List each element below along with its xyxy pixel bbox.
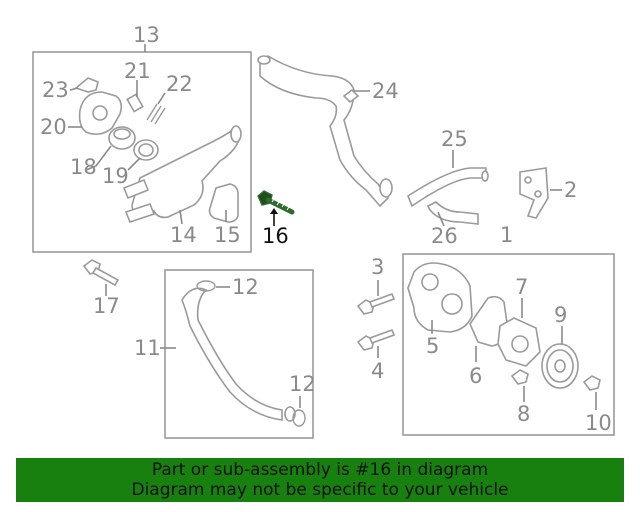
callout-14: 14	[170, 223, 197, 247]
callout-17: 17	[93, 294, 120, 318]
part-12-ring-upper	[196, 280, 216, 292]
callout-24: 24	[372, 79, 399, 103]
callout-18: 18	[70, 155, 97, 179]
part-8-bolt	[510, 369, 529, 385]
callout-9: 9	[554, 303, 567, 327]
callout-4: 4	[371, 359, 384, 383]
callout-20: 20	[40, 115, 67, 139]
part-25-pipe	[407, 167, 487, 208]
box-assembly-1	[402, 253, 615, 436]
part-24-pipe	[259, 55, 390, 208]
part-10-bolt	[582, 375, 601, 391]
part-9-pulley	[541, 343, 579, 389]
callout-16: 16	[262, 224, 289, 248]
part-11-hose	[181, 287, 283, 421]
callout-13: 13	[133, 23, 160, 47]
part-26-pipe	[426, 201, 479, 225]
callout-2: 2	[564, 178, 577, 202]
callout-25: 25	[441, 127, 468, 151]
callout-7: 7	[515, 275, 528, 299]
callout-19: 19	[102, 164, 129, 188]
callout-26: 26	[431, 224, 458, 248]
callout-23: 23	[42, 78, 69, 102]
part-2-bracket	[519, 167, 549, 219]
part-23-bracket	[74, 77, 99, 93]
callout-21: 21	[124, 59, 151, 83]
part-16-bolt	[257, 190, 295, 215]
part-15-gasket	[208, 183, 239, 223]
box-assembly-11	[164, 269, 314, 439]
part-21-clip	[126, 93, 144, 113]
banner-line-1: Part or sub-assembly is #16 in diagram	[151, 460, 489, 480]
callout-12-lower: 12	[289, 372, 316, 396]
part-22-spring-clip	[146, 103, 166, 125]
callout-22: 22	[166, 72, 193, 96]
callout-8: 8	[517, 402, 530, 426]
callout-11: 11	[134, 336, 161, 360]
info-banner: Part or sub-assembly is #16 in diagram D…	[16, 458, 624, 502]
callout-12-upper: 12	[232, 275, 259, 299]
parts-diagram: 13 23 21 22 20 18 19 14 15 16 17 24 25 2…	[32, 23, 615, 439]
callout-15: 15	[214, 223, 241, 247]
callout-1: 1	[500, 223, 513, 247]
callout-3: 3	[371, 255, 384, 279]
callout-6: 6	[469, 364, 482, 388]
callout-10: 10	[585, 411, 612, 435]
box-assembly-13	[32, 51, 252, 253]
banner-line-2: Diagram may not be specific to your vehi…	[131, 480, 509, 500]
part-5-pump-body	[407, 262, 473, 333]
callout-5: 5	[426, 334, 439, 358]
part-12-ring-lower	[292, 409, 306, 427]
